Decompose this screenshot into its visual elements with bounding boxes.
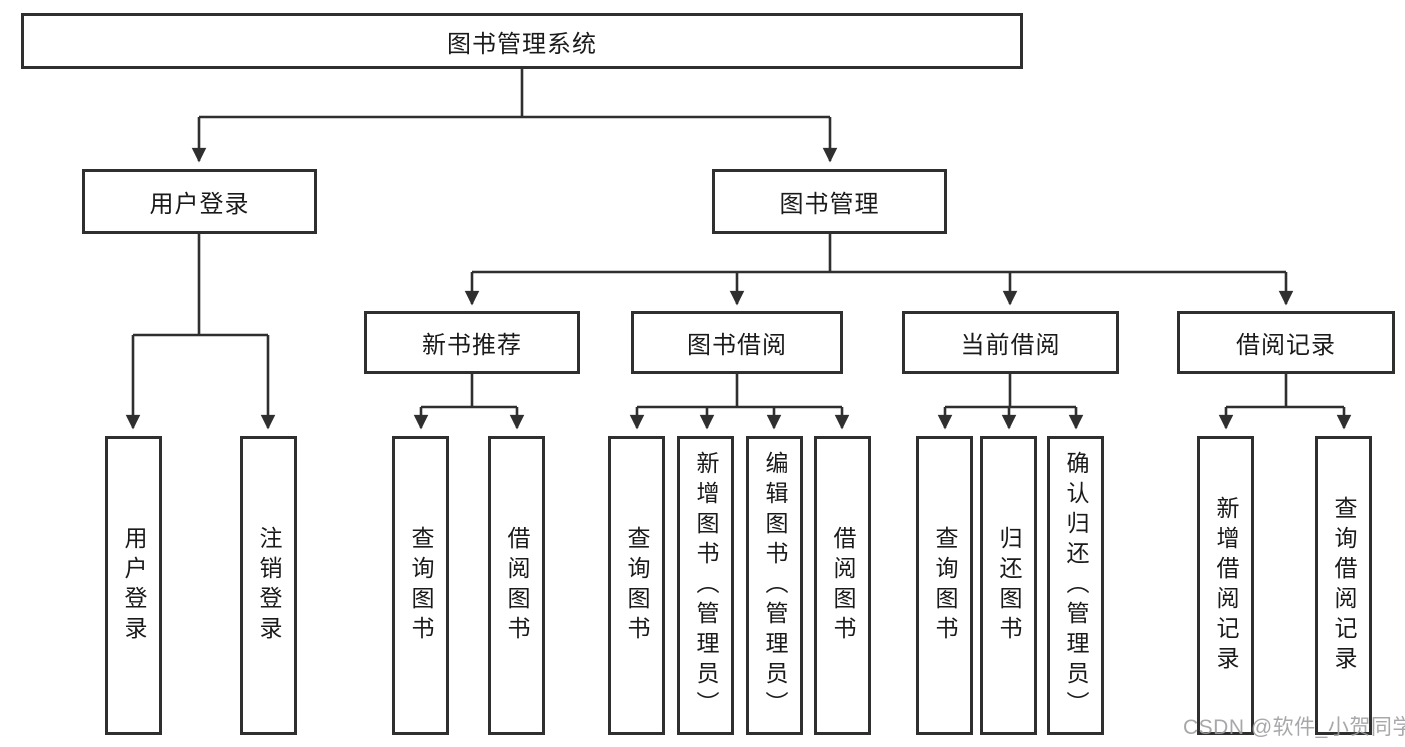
leaf-confirm-return-admin-label: 确认归还（管理员） xyxy=(1063,450,1089,721)
node-user-login-label: 用户登录 xyxy=(149,191,250,218)
leaf-logout-login-label: 注销登录 xyxy=(256,525,282,646)
node-user-login: 用户登录 xyxy=(82,169,317,234)
leaf-query-books-recommend-label: 查询图书 xyxy=(408,525,434,646)
leaf-query-borrow-record: 查询借阅记录 xyxy=(1315,436,1372,735)
leaf-add-books-admin: 新增图书（管理员） xyxy=(677,436,734,735)
leaf-query-borrow-record-label: 查询借阅记录 xyxy=(1331,495,1357,676)
leaf-user-login-label: 用户登录 xyxy=(121,525,147,646)
node-root: 图书管理系统 xyxy=(21,13,1023,69)
leaf-user-login: 用户登录 xyxy=(105,436,162,735)
leaf-borrow-books-recommend: 借阅图书 xyxy=(488,436,545,735)
node-borrow-records-label: 借阅记录 xyxy=(1236,332,1336,359)
leaf-return-books: 归还图书 xyxy=(980,436,1037,735)
leaf-edit-books-admin-label: 编辑图书（管理员） xyxy=(762,450,788,721)
leaf-confirm-return-admin: 确认归还（管理员） xyxy=(1047,436,1104,735)
leaf-query-books-current: 查询图书 xyxy=(916,436,973,735)
node-new-book-recommend: 新书推荐 xyxy=(364,311,580,374)
leaf-borrow-books-label: 借阅图书 xyxy=(830,525,856,646)
node-root-label: 图书管理系统 xyxy=(447,30,597,58)
node-borrow-records: 借阅记录 xyxy=(1177,311,1395,374)
leaf-add-borrow-record: 新增借阅记录 xyxy=(1197,436,1254,735)
node-current-borrow: 当前借阅 xyxy=(902,311,1119,374)
node-current-borrow-label: 当前借阅 xyxy=(960,332,1061,359)
node-book-borrow: 图书借阅 xyxy=(631,311,843,374)
node-book-management: 图书管理 xyxy=(712,169,947,234)
leaf-query-books-recommend: 查询图书 xyxy=(392,436,449,735)
leaf-edit-books-admin: 编辑图书（管理员） xyxy=(746,436,803,735)
leaf-add-borrow-record-label: 新增借阅记录 xyxy=(1213,495,1239,676)
csdn-watermark: CSDN @软件_小贺同学 xyxy=(1183,716,1405,739)
leaf-borrow-books: 借阅图书 xyxy=(814,436,871,735)
leaf-return-books-label: 归还图书 xyxy=(996,525,1022,646)
leaf-borrow-books-recommend-label: 借阅图书 xyxy=(504,525,530,646)
node-new-book-recommend-label: 新书推荐 xyxy=(422,332,522,359)
node-book-borrow-label: 图书借阅 xyxy=(687,332,787,359)
leaf-logout-login: 注销登录 xyxy=(240,436,297,735)
leaf-query-books-current-label: 查询图书 xyxy=(932,525,958,646)
node-book-management-label: 图书管理 xyxy=(779,191,880,218)
leaf-query-books-borrow-label: 查询图书 xyxy=(624,525,650,646)
leaf-query-books-borrow: 查询图书 xyxy=(608,436,665,735)
leaf-add-books-admin-label: 新增图书（管理员） xyxy=(693,450,719,721)
